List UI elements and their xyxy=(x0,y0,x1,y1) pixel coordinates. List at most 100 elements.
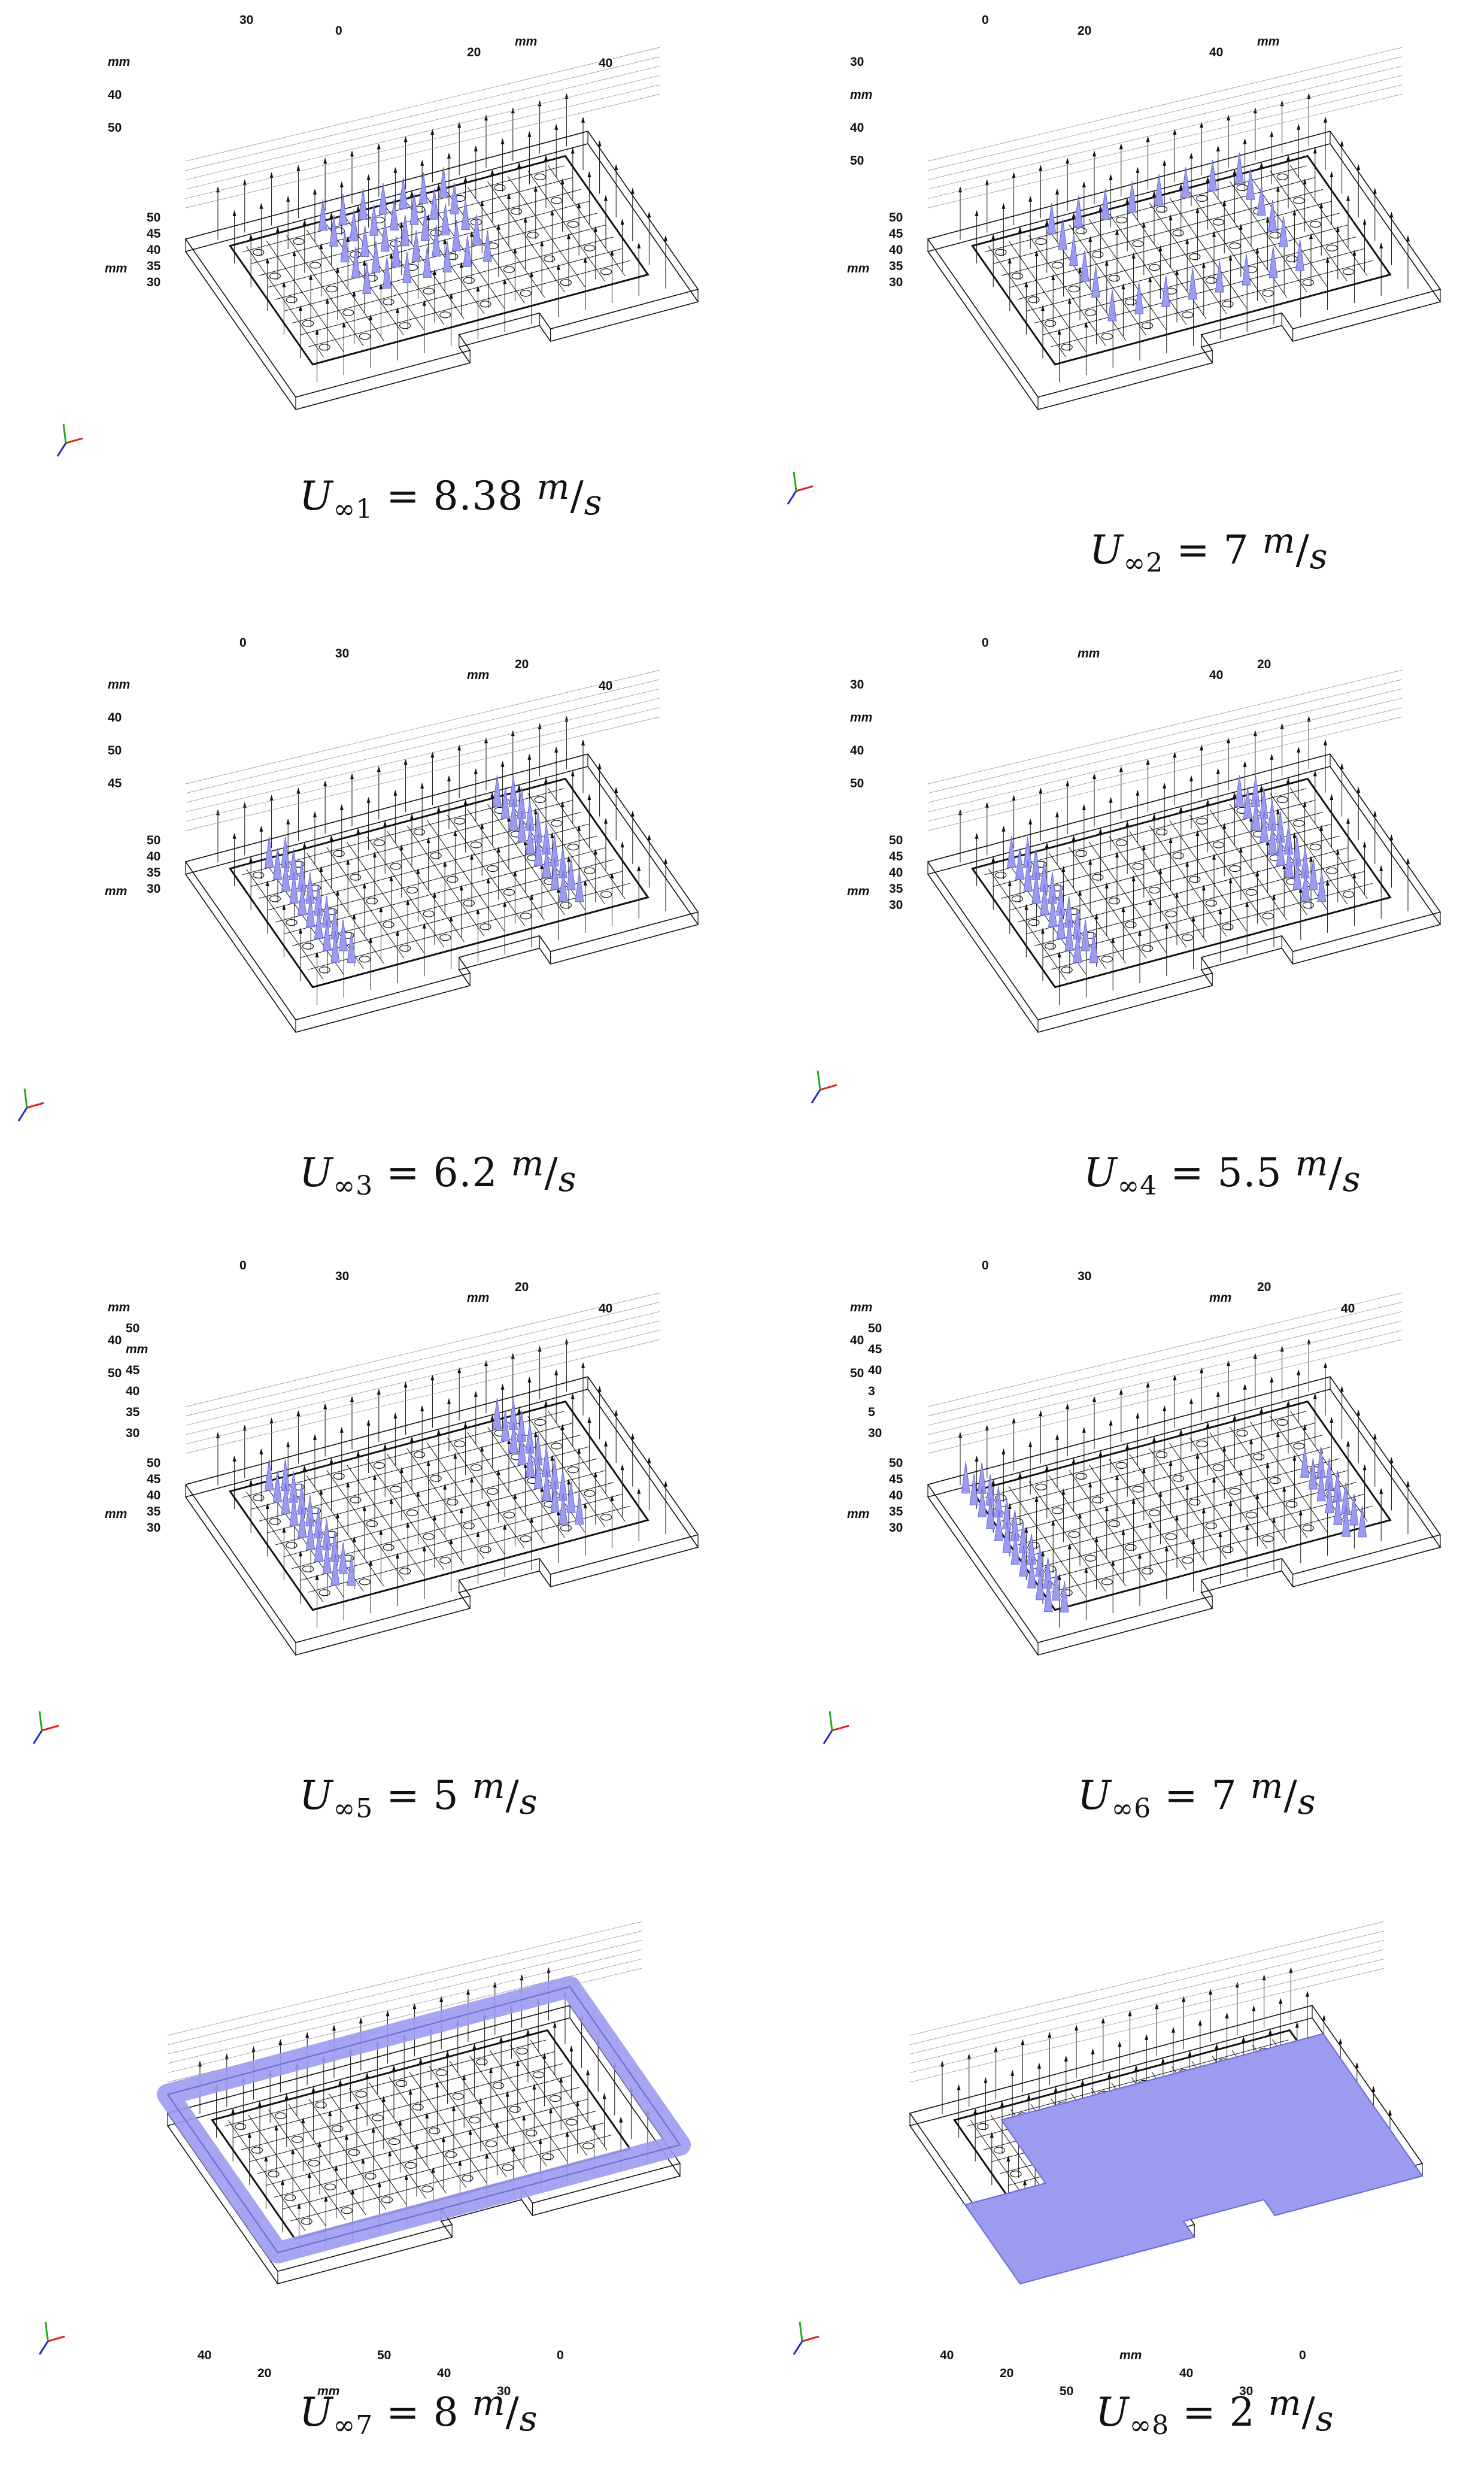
velocity-arrowhead xyxy=(1389,211,1394,218)
fin-line xyxy=(274,2111,596,2198)
velocity-arrowhead xyxy=(329,835,333,841)
velocity-arrowhead xyxy=(511,107,515,114)
velocity-cone xyxy=(1300,1446,1310,1478)
plate-edge xyxy=(184,131,699,398)
pin-hole xyxy=(413,1451,426,1458)
fin-line xyxy=(547,787,626,899)
pin-hole xyxy=(318,966,330,974)
fin-line xyxy=(366,836,445,948)
velocity-arrowhead xyxy=(362,1505,366,1511)
pin-hole xyxy=(1196,1440,1208,1447)
velocity-arrowhead xyxy=(581,116,585,123)
velocity-arrowhead xyxy=(1195,1453,1200,1459)
pin-hole xyxy=(412,2104,424,2111)
pin-hole xyxy=(1205,277,1218,284)
pin-hole xyxy=(1115,1462,1128,1469)
velocity-arrowhead xyxy=(383,820,387,827)
velocity-arrowhead xyxy=(336,1512,339,1519)
velocity-arrowhead xyxy=(1136,166,1140,173)
velocity-cone xyxy=(399,177,408,210)
fin-line xyxy=(300,248,623,335)
fin-line xyxy=(266,240,344,352)
velocity-arrowhead xyxy=(325,298,329,304)
pin-hole xyxy=(509,2106,521,2113)
velocity-arrowhead xyxy=(1352,249,1356,256)
velocity-arrowhead xyxy=(470,1476,474,1483)
fin-line xyxy=(1025,225,1348,312)
pin-hole xyxy=(566,2119,578,2126)
unit-fraction: m/s xyxy=(511,1143,577,1199)
velocity-arrowhead xyxy=(259,825,263,832)
caption-eq: = xyxy=(386,2389,420,2435)
velocity-cone xyxy=(1010,1533,1020,1565)
axis-tick-label: 35 xyxy=(126,1405,140,1419)
velocity-arrowhead xyxy=(264,2155,268,2162)
velocity-arrowhead xyxy=(560,178,565,184)
pin-hole xyxy=(533,2071,545,2078)
velocity-arrowhead xyxy=(1061,866,1066,872)
velocity-cone xyxy=(961,1462,970,1494)
unit-denominator: s xyxy=(1297,1781,1316,1822)
velocity-arrowhead xyxy=(526,2029,530,2035)
velocity-arrowhead xyxy=(1233,1414,1237,1421)
velocity-arrowhead xyxy=(1330,1417,1334,1423)
velocity-cone xyxy=(329,215,339,247)
axis-tick-label: 45 xyxy=(147,1472,161,1486)
unit-denominator: s xyxy=(584,482,603,523)
velocity-arrowhead xyxy=(620,219,624,225)
axis-tick-label: 40 xyxy=(868,1363,882,1377)
pin-hole xyxy=(1342,891,1355,898)
velocity-arrowhead xyxy=(299,1550,302,1557)
velocity-arrowhead xyxy=(503,278,507,284)
velocity-arrowhead xyxy=(422,922,426,929)
velocity-cone xyxy=(330,1554,340,1586)
velocity-arrowhead xyxy=(466,1989,470,1995)
velocity-arrowhead xyxy=(408,2089,412,2095)
velocity-arrowhead xyxy=(392,2065,396,2071)
velocity-arrowhead xyxy=(554,746,559,753)
pin-hole xyxy=(542,2153,554,2160)
velocity-cone xyxy=(978,1486,987,1517)
grid-line xyxy=(909,1968,1385,2083)
axis-tick-label: 30 xyxy=(889,275,903,289)
velocity-arrowhead xyxy=(496,223,500,230)
velocity-arrowhead xyxy=(1021,2039,1025,2045)
pin-hole xyxy=(388,2138,400,2145)
fin-line xyxy=(268,2109,346,2221)
pin-hole xyxy=(355,2090,368,2098)
velocity-arrowhead xyxy=(242,179,247,186)
velocity-arrowhead xyxy=(597,140,602,147)
velocity-arrowhead xyxy=(436,806,441,813)
velocity-arrowhead xyxy=(984,2077,988,2083)
velocity-arrowhead xyxy=(1295,2022,1299,2028)
unit-numerator: m xyxy=(1295,1143,1329,1184)
velocity-arrowhead xyxy=(614,164,618,170)
pin-hole xyxy=(1092,1496,1104,1504)
pin-hole xyxy=(470,841,482,848)
pin-hole xyxy=(1101,956,1113,963)
pin-hole xyxy=(485,2140,497,2147)
axis-tick-label: 5 xyxy=(868,1405,875,1419)
velocity-arrowhead xyxy=(1045,842,1049,848)
velocity-arrowhead xyxy=(1371,2086,1376,2092)
velocity-cone xyxy=(1074,195,1084,228)
velocity-arrowhead xyxy=(1098,205,1103,211)
velocity-arrowhead xyxy=(1195,207,1200,213)
velocity-arrowhead xyxy=(517,784,521,791)
velocity-caption: U∞6 = 7 m/s xyxy=(1078,1766,1316,1824)
velocity-arrowhead xyxy=(1018,1472,1022,1478)
velocity-arrowhead xyxy=(1228,254,1233,261)
fin-line xyxy=(245,1491,324,1603)
velocity-cone xyxy=(1181,166,1191,199)
velocity-arrowhead xyxy=(1104,259,1109,266)
pin-hole xyxy=(551,1442,563,1450)
plate-edge xyxy=(927,1389,1441,1656)
velocity-arrowhead xyxy=(1037,2062,1041,2069)
plate-edge xyxy=(184,1389,699,1656)
velocity-arrowhead xyxy=(480,1445,484,1451)
velocity-arrowhead xyxy=(1121,906,1125,913)
